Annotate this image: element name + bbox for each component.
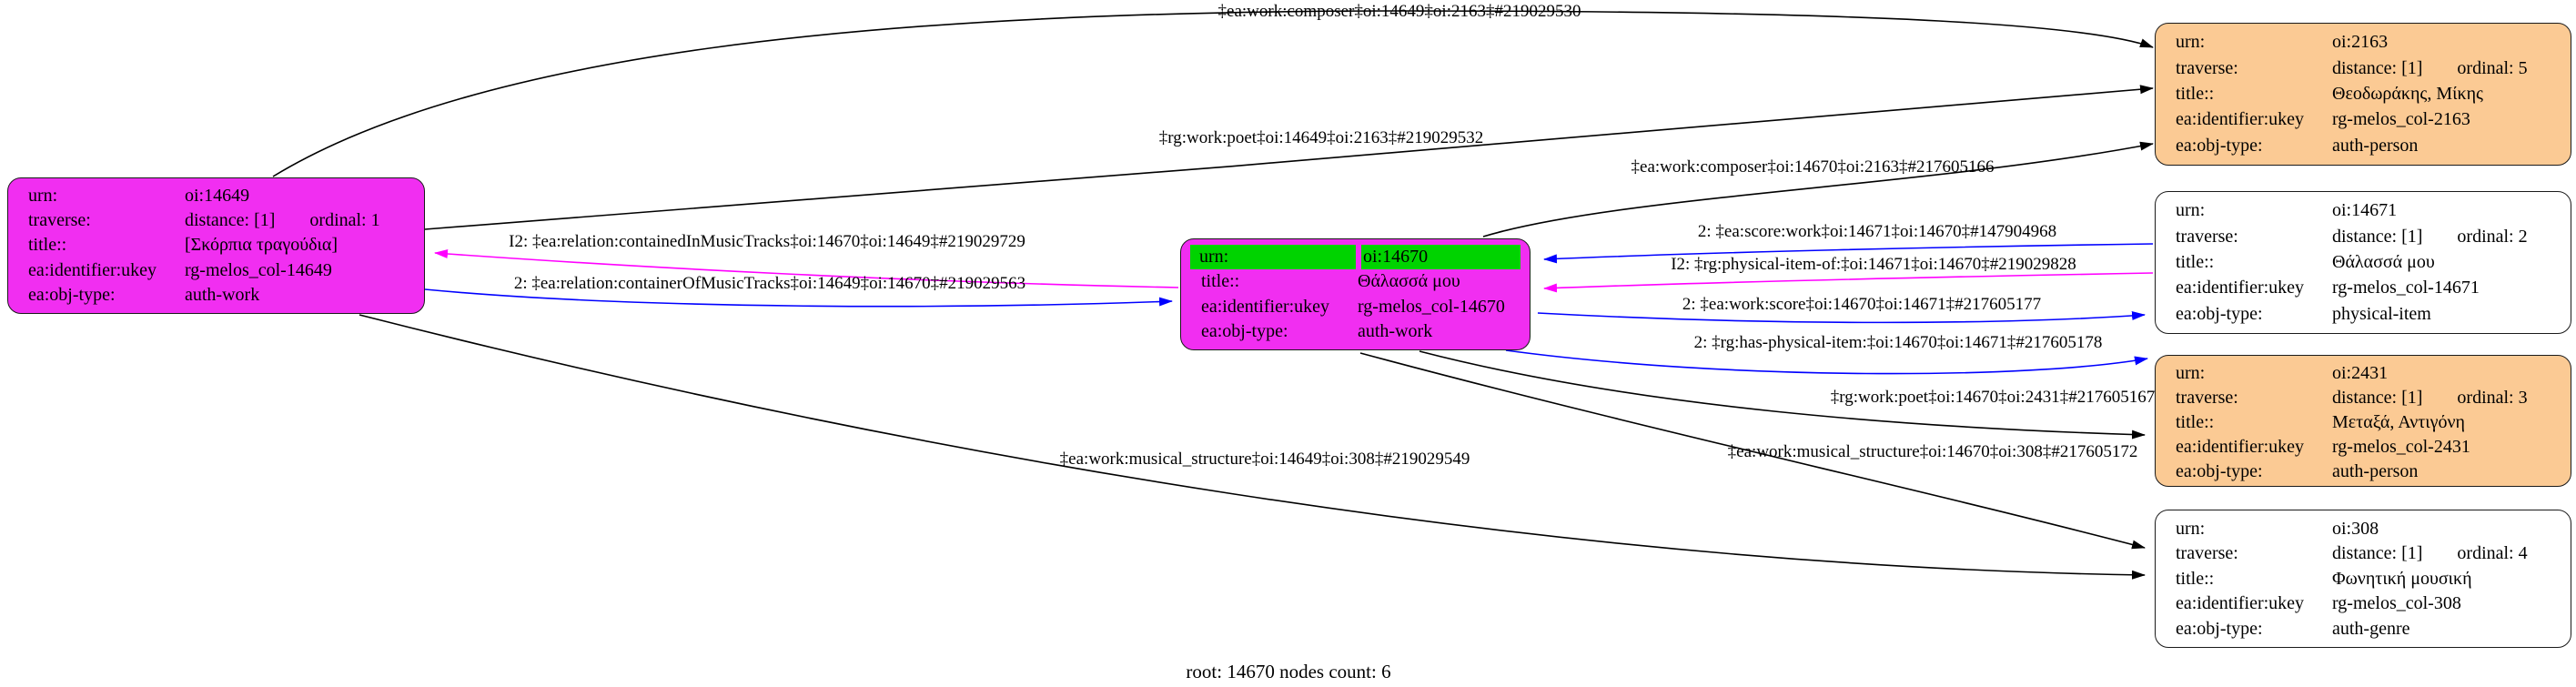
edge-hasphysicalitem-14670-14671 xyxy=(1505,349,2148,375)
field-value: rg-melos_col-14671 xyxy=(2332,278,2480,298)
field-key: urn: xyxy=(2176,32,2206,53)
edge-label-containedinmusictracks: I2: ‡ea:relation:containedInMusicTracks‡… xyxy=(509,232,1025,251)
field-key: ea:obj-type: xyxy=(2176,303,2263,324)
edge-label-scorework-14671-14670: 2: ‡ea:score:work‡oi:14671‡oi:14670‡#147… xyxy=(1697,222,2057,241)
node-oi-308[interactable]: urn: oi:308 traverse: distance: [1] ordinal… xyxy=(2155,510,2571,648)
field-extra: ordinal: 5 xyxy=(2457,57,2528,78)
field-key: ea:identifier:ukey xyxy=(2176,109,2305,130)
field-key: title:: xyxy=(2176,568,2215,589)
field-key: title:: xyxy=(1201,271,1240,292)
field-value: rg-melos_col-2163 xyxy=(2332,109,2470,130)
field-key: ea:identifier:ukey xyxy=(2176,593,2305,613)
field-value: auth-genre xyxy=(2332,618,2410,639)
field-key: ea:identifier:ukey xyxy=(1201,296,1330,317)
field-key: urn: xyxy=(2176,363,2206,383)
field-extra: ordinal: 2 xyxy=(2457,226,2528,247)
field-key: traverse: xyxy=(2176,57,2238,78)
edge-workscore-14670-14671 xyxy=(1537,310,2146,324)
field-extra: ordinal: 1 xyxy=(309,210,380,231)
field-key: urn: xyxy=(28,186,58,207)
graph-caption: root: 14670 nodes count: 6 xyxy=(1186,661,1391,682)
field-key: ea:identifier:ukey xyxy=(28,259,157,280)
field-value: Μεταξά, Αντιγόνη xyxy=(2332,412,2466,432)
field-key: traverse: xyxy=(2176,226,2238,247)
field-value: physical-item xyxy=(2332,303,2431,324)
field-key: ea:obj-type: xyxy=(2176,135,2263,156)
field-key: ea:obj-type: xyxy=(1201,320,1288,341)
field-key: ea:identifier:ukey xyxy=(2176,437,2305,457)
field-value: Θάλασσά μου xyxy=(1358,271,1460,292)
edge-musicalstructure-14670-308 xyxy=(1359,352,2146,550)
field-value: rg-melos_col-14670 xyxy=(1358,296,1505,317)
field-key: title:: xyxy=(2176,412,2215,432)
edge-musicalstructure-14649-308 xyxy=(359,314,2146,580)
field-key: urn: xyxy=(2176,518,2206,539)
node-oi-2431[interactable]: urn: oi:2431 traverse: distance: [1] ordina… xyxy=(2155,355,2571,487)
field-key: title:: xyxy=(28,235,67,256)
field-value: auth-person xyxy=(2332,461,2419,481)
field-value: [Σκόρπια τραγούδια] xyxy=(185,235,338,256)
edge-scorework-14671-14670 xyxy=(1543,243,2154,264)
field-value: Φωνητική μουσική xyxy=(2332,568,2472,589)
field-extra: ordinal: 3 xyxy=(2457,388,2528,408)
field-extra: ordinal: 4 xyxy=(2457,543,2528,563)
edge-label-poet-14649-2163: ‡rg:work:poet‡oi:14649‡oi:2163‡#21902953… xyxy=(1158,128,1484,147)
edge-label-composer-14670-2163: ‡ea:work:composer‡oi:14670‡oi:2163‡#2176… xyxy=(1631,157,1995,177)
edge-composer-14670-2163 xyxy=(1482,141,2154,237)
edge-containedinmusictracks-14670-14649 xyxy=(434,249,1179,288)
edge-label-workscore-14670-14671: 2: ‡ea:work:score‡oi:14670‡oi:14671‡#217… xyxy=(1682,295,2042,314)
field-value: oi:14649 xyxy=(185,186,250,207)
node-oi-14670-root[interactable]: urn: oi:14670 title::Θάλασσά μου ea:ident… xyxy=(1180,238,1530,350)
field-value: oi:14671 xyxy=(2332,200,2398,221)
field-key: ea:identifier:ukey xyxy=(2176,278,2305,298)
field-value: Θεοδωράκης, Μίκης xyxy=(2332,83,2483,104)
field-value: auth-person xyxy=(2332,135,2419,156)
field-value: auth-work xyxy=(185,284,260,305)
field-key: urn: xyxy=(2176,200,2206,221)
field-key: ea:obj-type: xyxy=(2176,618,2263,639)
field-value: distance: [1] xyxy=(2332,543,2423,563)
field-value: rg-melos_col-14649 xyxy=(185,259,332,280)
field-value: distance: [1] xyxy=(2332,388,2423,408)
node-oi-14649[interactable]: urn: oi:14649 traverse: distance: [1] ordin… xyxy=(7,177,425,314)
edge-label-musicalstructure-14649-308: ‡ea:work:musical_structure‡oi:14649‡oi:3… xyxy=(1059,450,1470,469)
edge-label-musicalstructure-14670-308: ‡ea:work:musical_structure‡oi:14670‡oi:3… xyxy=(1727,442,2138,461)
field-value: auth-work xyxy=(1358,320,1433,341)
field-value: rg-melos_col-308 xyxy=(2332,593,2461,613)
edge-physicalitemof-14671-14670 xyxy=(1543,272,2154,293)
edge-label-hasphysicalitem-14670-14671: 2: ‡rg:has-physical-item:‡oi:14670‡oi:14… xyxy=(1693,333,2103,352)
edge-label-composer-14649-2163: ‡ea:work:composer‡oi:14649‡oi:2163‡#2190… xyxy=(1217,2,1581,21)
field-value: rg-melos_col-2431 xyxy=(2332,437,2470,457)
field-value: distance: [1] xyxy=(2332,226,2423,247)
edge-composer-14649-2163 xyxy=(272,10,2154,177)
edge-containerofmusictracks-14649-14670 xyxy=(424,288,1173,308)
field-key: urn: xyxy=(1190,245,1356,270)
node-oi-2163[interactable]: urn: oi:2163 traverse: distance: [1] ordina… xyxy=(2155,23,2571,166)
field-value: Θάλασσά μου xyxy=(2332,251,2435,272)
field-key: ea:obj-type: xyxy=(28,284,116,305)
edge-label-poet-14670-2431: ‡rg:work:poet‡oi:14670‡oi:2431‡#21760516… xyxy=(1830,388,2156,407)
field-value: oi:14670 xyxy=(1363,247,1429,268)
field-key: title:: xyxy=(2176,83,2215,104)
edge-label-physicalitemof-14671-14670: I2: ‡rg:physical-item-of:‡oi:14671‡oi:14… xyxy=(1671,255,2076,274)
field-value: oi:2431 xyxy=(2332,363,2389,383)
edge-label-containerofmusictracks: 2: ‡ea:relation:containerOfMusicTracks‡o… xyxy=(513,274,1026,293)
field-key: traverse: xyxy=(28,210,91,231)
field-value: distance: [1] xyxy=(2332,57,2423,78)
field-key: ea:obj-type: xyxy=(2176,461,2263,481)
field-key: title:: xyxy=(2176,251,2215,272)
field-value: oi:308 xyxy=(2332,518,2379,539)
edge-poet-14670-2431 xyxy=(1419,350,2146,439)
node-oi-14671[interactable]: urn: oi:14671 traverse: distance: [1] ordin… xyxy=(2155,191,2571,334)
field-key: traverse: xyxy=(2176,388,2238,408)
field-value: oi:2163 xyxy=(2332,32,2389,53)
field-key: traverse: xyxy=(2176,543,2238,563)
field-value: distance: [1] xyxy=(185,210,276,231)
